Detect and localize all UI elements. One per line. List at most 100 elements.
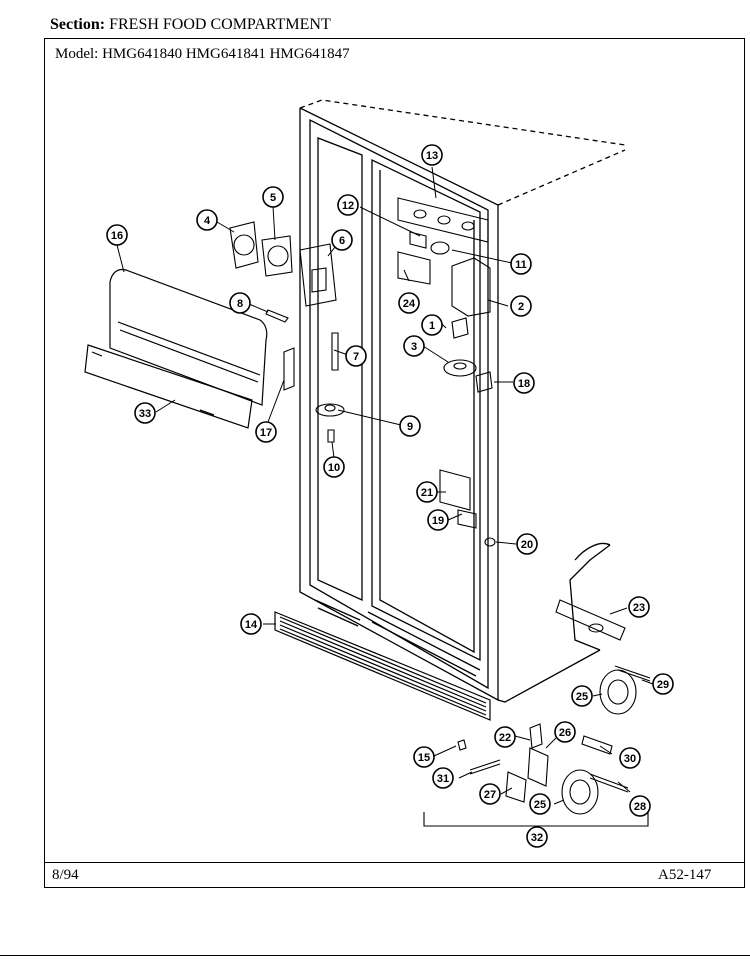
callout-circle: [554, 721, 576, 743]
callout-circle: [510, 295, 532, 317]
callout-number: 19: [432, 515, 444, 527]
callout-27: 27: [479, 783, 501, 805]
callout-30: 30: [619, 747, 641, 769]
callout-circle: [513, 372, 535, 394]
revision-date: 8/94: [52, 867, 79, 883]
callout-circle: [134, 402, 156, 424]
callout-20: 20: [516, 533, 538, 555]
callout-circle: [427, 509, 449, 531]
callout-number: 9: [407, 421, 413, 433]
callout-circle: [629, 795, 651, 817]
callout-23: 23: [628, 596, 650, 618]
callout-number: 16: [111, 230, 123, 242]
callout-22: 22: [494, 726, 516, 748]
section-value: FRESH FOOD COMPARTMENT: [109, 16, 331, 33]
callout-number: 23: [633, 602, 645, 614]
callout-number: 1: [429, 320, 435, 332]
callout-circle: [421, 314, 443, 336]
callout-number: 25: [534, 799, 546, 811]
callout-12: 12: [337, 194, 359, 216]
callout-circle: [416, 481, 438, 503]
callout-26: 26: [554, 721, 576, 743]
callout-circle: [337, 194, 359, 216]
callout-number: 10: [328, 462, 340, 474]
section-label: Section:: [50, 16, 106, 33]
callout-number: 12: [342, 200, 354, 212]
callout-number: 2: [518, 301, 524, 313]
callout-number: 28: [634, 801, 646, 813]
callout-number: 4: [204, 215, 211, 227]
callout-number: 14: [245, 619, 258, 631]
callout-3: 3: [403, 335, 425, 357]
callout-11: 11: [510, 253, 532, 275]
callout-number: 25: [576, 691, 588, 703]
callout-15: 15: [413, 746, 435, 768]
callout-7: 7: [345, 345, 367, 367]
callout-circle: [619, 747, 641, 769]
callout-33: 33: [134, 402, 156, 424]
callout-9: 9: [399, 415, 421, 437]
footer-rule: [44, 862, 745, 863]
callout-2: 2: [510, 295, 532, 317]
callout-group: 1234567891011121314151617181920212223242…: [106, 144, 674, 848]
callout-number: 24: [403, 298, 416, 310]
callout-number: 7: [353, 351, 359, 363]
callout-28: 28: [629, 795, 651, 817]
callout-number: 3: [411, 341, 417, 353]
model-numbers: HMG641840 HMG641841 HMG641847: [102, 46, 350, 62]
callout-circle: [421, 144, 443, 166]
callout-number: 13: [426, 150, 438, 162]
callout-number: 18: [518, 378, 530, 390]
callout-circle: [526, 826, 548, 848]
callout-circle: [479, 783, 501, 805]
callout-25: 25: [571, 685, 593, 707]
callout-circle: [345, 345, 367, 367]
callout-number: 8: [237, 298, 243, 310]
callout-number: 26: [559, 727, 571, 739]
callout-circle: [413, 746, 435, 768]
callout-circle: [652, 673, 674, 695]
callout-circle: [516, 533, 538, 555]
callout-number: 30: [624, 753, 636, 765]
diagram-code: A52-147: [658, 867, 712, 883]
control-parts: [229, 221, 345, 443]
callout-21: 21: [416, 481, 438, 503]
callout-4: 4: [196, 209, 218, 231]
callout-circle: [398, 292, 420, 314]
callout-circle: [399, 415, 421, 437]
callout-number: 33: [139, 408, 151, 420]
callout-5: 5: [262, 186, 284, 208]
callout-17: 17: [255, 421, 277, 443]
callout-8: 8: [229, 292, 251, 314]
callout-circle: [229, 292, 251, 314]
callout-number: 32: [531, 832, 543, 844]
callout-circle: [571, 685, 593, 707]
leader-lines: [116, 166, 654, 830]
callout-circle: [529, 793, 551, 815]
callout-29: 29: [652, 673, 674, 695]
callout-6: 6: [331, 229, 353, 251]
callout-31: 31: [432, 767, 454, 789]
refrigerator-cabinet: [299, 99, 626, 703]
model-heading: Model: HMG641840 HMG641841 HMG641847: [55, 46, 350, 63]
callout-32: 32: [526, 826, 548, 848]
callout-14: 14: [240, 613, 262, 635]
callout-16: 16: [106, 224, 128, 246]
callout-circle: [240, 613, 262, 635]
model-label: Model:: [55, 46, 99, 62]
callout-number: 20: [521, 539, 533, 551]
roller-parts: [423, 599, 651, 827]
right-parts: [397, 197, 496, 547]
callout-number: 22: [499, 732, 511, 744]
callout-number: 31: [437, 773, 449, 785]
callout-circle: [196, 209, 218, 231]
page-bottom-rule: [0, 955, 750, 956]
light-shield: [84, 268, 268, 429]
callout-24: 24: [398, 292, 420, 314]
callout-circle: [510, 253, 532, 275]
callout-circle: [106, 224, 128, 246]
callout-circle: [323, 456, 345, 478]
callout-circle: [403, 335, 425, 357]
callout-13: 13: [421, 144, 443, 166]
